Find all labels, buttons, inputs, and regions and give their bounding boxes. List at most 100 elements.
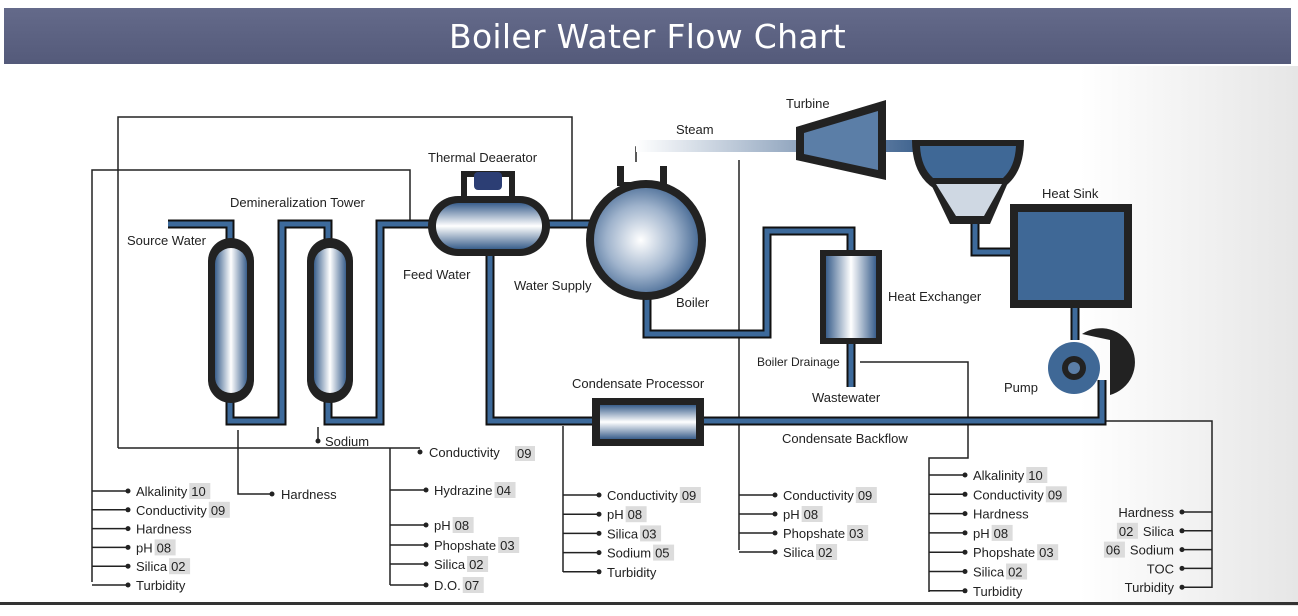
sample-label: D.O. bbox=[434, 578, 461, 593]
label-steam: Steam bbox=[676, 122, 714, 137]
label-thermal-deaerator: Thermal Deaerator bbox=[428, 150, 538, 165]
bottom-rule bbox=[0, 602, 1298, 605]
sample-label: pH bbox=[973, 526, 990, 541]
sample-code: 02 bbox=[818, 545, 832, 560]
sample-code: 08 bbox=[455, 518, 469, 533]
label-water-supply: Water Supply bbox=[514, 278, 592, 293]
sample-label: Silica bbox=[973, 565, 1005, 580]
sample-code: 03 bbox=[849, 526, 863, 541]
sample-label: Hydrazine bbox=[434, 483, 493, 498]
sample-label: Sodium bbox=[1130, 543, 1174, 558]
sample-code: 06 bbox=[1106, 543, 1120, 558]
sample-conductivity: Conductivity bbox=[429, 445, 500, 460]
sample-label: Turbidity bbox=[607, 565, 657, 580]
sample-item-condensate: Sodium 05 bbox=[563, 544, 675, 561]
sample-code: 10 bbox=[1028, 468, 1042, 483]
pump-body bbox=[1082, 328, 1135, 395]
sample-label: pH bbox=[434, 518, 451, 533]
sample-code: 09 bbox=[211, 503, 225, 518]
sample-item-backflow: Turbidity bbox=[1125, 580, 1212, 595]
sample-label: pH bbox=[136, 540, 153, 555]
sample-item-source: pH 08 bbox=[92, 539, 176, 556]
sample-code: 10 bbox=[191, 484, 205, 499]
label-source-water: Source Water bbox=[127, 233, 207, 248]
label-wastewater: Wastewater bbox=[812, 390, 881, 405]
sample-item-source: Conductivity 09 bbox=[92, 501, 230, 518]
sample-label: Silica bbox=[607, 526, 639, 541]
sample-label: Alkalinity bbox=[973, 468, 1025, 483]
sample-label: pH bbox=[783, 507, 800, 522]
label-pump: Pump bbox=[1004, 380, 1038, 395]
sample-label: Phopshate bbox=[434, 538, 496, 553]
sample-code: 08 bbox=[157, 540, 171, 555]
sample-label: Hardness bbox=[973, 507, 1029, 522]
label-boiler: Boiler bbox=[676, 295, 710, 310]
sample-code: 08 bbox=[628, 507, 642, 522]
page-title: Boiler Water Flow Chart bbox=[449, 16, 846, 56]
sample-item-feed: pH 08 bbox=[390, 517, 474, 533]
sample-code: 03 bbox=[642, 526, 656, 541]
sample-item-feed: Hydrazine 04 bbox=[390, 482, 516, 498]
sample-label: Alkalinity bbox=[136, 484, 188, 499]
sample-item-condensate: Conductivity 09 bbox=[563, 487, 701, 503]
sample-label: Hardness bbox=[1118, 505, 1174, 520]
sample-label: Silica bbox=[136, 559, 168, 574]
label-demineralization-tower: Demineralization Tower bbox=[230, 195, 366, 210]
label-condensate-processor: Condensate Processor bbox=[572, 376, 705, 391]
sample-label: Silica bbox=[434, 557, 466, 572]
label-boiler-drainage: Boiler Drainage bbox=[757, 355, 840, 369]
sample-code: 02 bbox=[1008, 565, 1022, 580]
sample-item-feed: Phopshate 03 bbox=[390, 537, 520, 553]
label-feed-water: Feed Water bbox=[403, 267, 471, 282]
sample-label: Sodium bbox=[607, 546, 651, 561]
sample-hardness: Hardness bbox=[281, 487, 337, 502]
pipe-fill bbox=[168, 221, 1105, 424]
sample-code: 08 bbox=[804, 507, 818, 522]
sample-label: Turbidity bbox=[973, 584, 1023, 599]
signal-lines bbox=[91, 116, 1213, 592]
label-heat-exchanger: Heat Exchanger bbox=[888, 289, 982, 304]
sample-label: Conductivity bbox=[607, 488, 678, 503]
sample-code: 03 bbox=[500, 538, 514, 553]
sample-code: 09 bbox=[858, 488, 872, 503]
sample-item-drainage: pH 08 bbox=[929, 524, 1013, 541]
sample-label: Hardness bbox=[136, 522, 192, 537]
sample-label: Silica bbox=[1143, 524, 1175, 539]
sample-code: 09 bbox=[682, 488, 696, 503]
label-turbine: Turbine bbox=[786, 96, 830, 111]
sample-label: Conductivity bbox=[973, 487, 1044, 502]
sample-code: 08 bbox=[994, 526, 1008, 541]
sample-sodium: Sodium bbox=[325, 434, 369, 449]
sample-item-drainage: Hardness bbox=[929, 507, 1029, 522]
label-condensate-backflow: Condensate Backflow bbox=[782, 431, 908, 446]
sample-code: 02 bbox=[469, 557, 483, 572]
sample-item-source: Hardness bbox=[92, 522, 192, 537]
title-banner: Boiler Water Flow Chart bbox=[4, 8, 1291, 64]
label-heat-sink: Heat Sink bbox=[1042, 186, 1099, 201]
sample-label: Phopshate bbox=[973, 545, 1035, 560]
sample-item-steam: pH 08 bbox=[739, 506, 823, 522]
sample-code: 05 bbox=[655, 546, 669, 561]
sample-item-source: Turbidity bbox=[92, 578, 186, 593]
sample-conductivity-code: 09 bbox=[517, 446, 531, 461]
deaerator-dome bbox=[474, 172, 502, 190]
sample-item-steam: Phopshate 03 bbox=[739, 525, 869, 541]
sample-label: Conductivity bbox=[136, 503, 207, 518]
sample-label: Phopshate bbox=[783, 526, 845, 541]
sample-code: 04 bbox=[497, 483, 511, 498]
sample-item-backflow: Hardness bbox=[1118, 505, 1212, 520]
sample-item-drainage: Turbidity bbox=[929, 584, 1023, 599]
sample-label: TOC bbox=[1147, 561, 1174, 576]
sample-label: Silica bbox=[783, 545, 815, 560]
